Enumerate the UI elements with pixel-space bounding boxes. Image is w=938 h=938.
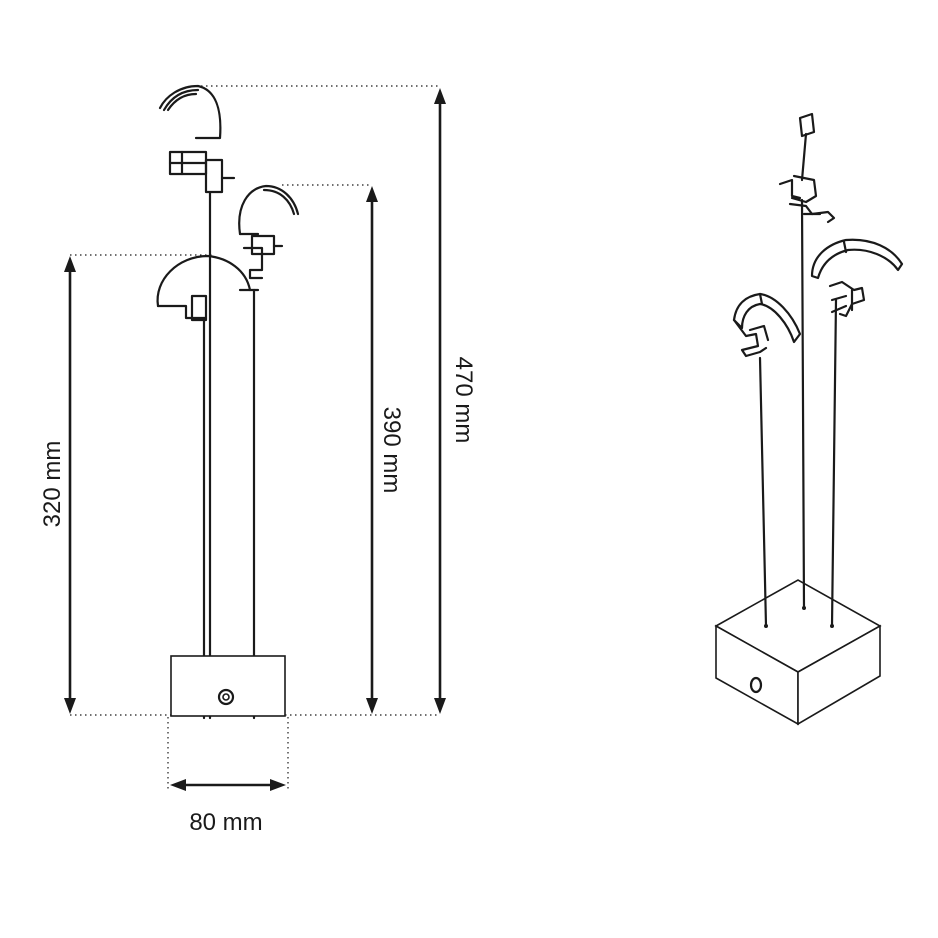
dimension-470	[434, 88, 446, 714]
iso-base	[714, 579, 882, 726]
front-base	[170, 655, 286, 717]
lamp-stems	[202, 191, 256, 720]
isometric-view	[714, 112, 904, 726]
mid-lamp-head	[238, 184, 300, 280]
height-short-label: 320 mm	[39, 441, 66, 528]
iso-stems	[758, 198, 838, 628]
dimension-320	[64, 256, 76, 714]
tall-lamp-head	[158, 84, 236, 194]
iso-tall-lamp	[778, 112, 836, 224]
iso-left-lamp	[732, 292, 802, 358]
dimension-390	[366, 186, 378, 714]
height-mid-label: 390 mm	[378, 407, 405, 494]
height-tall-label: 470 mm	[450, 357, 477, 444]
dimension-80	[170, 779, 286, 791]
width-label: 80 mm	[189, 809, 262, 836]
front-view: 80 mm 320 mm 390 mm 470 mm	[39, 84, 477, 836]
iso-right-lamp	[810, 238, 904, 318]
short-lamp-head	[156, 254, 260, 322]
